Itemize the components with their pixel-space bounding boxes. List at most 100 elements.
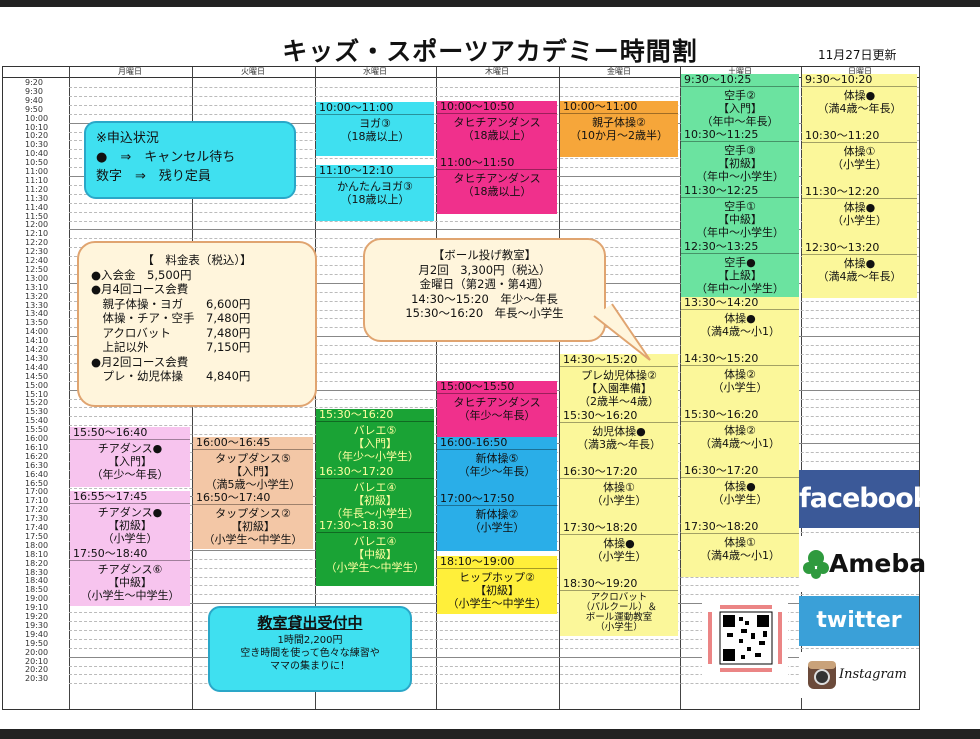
time-label: 10:50 xyxy=(25,158,49,168)
time-label: 11:10 xyxy=(25,175,49,185)
class-time: 16:50〜17:40 xyxy=(193,492,313,505)
class-time: 11:30〜12:25 xyxy=(681,185,799,198)
class-time: 11:30〜12:20 xyxy=(802,186,917,199)
time-label: 11:50 xyxy=(25,211,49,221)
facebook-badge[interactable]: facebook xyxy=(799,470,931,528)
class-name: 空手③ 【初級】 （年中〜小学生） xyxy=(696,144,784,183)
class-name: 体操① （小学生） xyxy=(832,145,887,171)
class-time: 10:30〜11:20 xyxy=(802,130,917,143)
class-name: ヒップホップ② 【初級】 （小学生〜中学生） xyxy=(447,571,547,610)
class-time: 16:30〜17:20 xyxy=(316,466,434,479)
class-name: 新体操⑤ （年少〜年長） xyxy=(458,452,536,478)
class-time: 9:30〜10:25 xyxy=(681,74,799,87)
class-name: 空手① 【中級】 （年中〜小学生） xyxy=(696,200,784,239)
class-name: タップダンス⑤ 【入門】 （満5歳〜小学生） xyxy=(205,452,301,491)
time-label: 12:00 xyxy=(25,220,49,230)
day-header-sat: 土曜日 xyxy=(728,67,752,76)
ball-line: 月2回 3,300円（税込） xyxy=(418,262,551,277)
updated-date: 11月27日更新 xyxy=(818,48,897,62)
time-label: 19:40 xyxy=(25,629,49,639)
fee-row: ●入会金 5,500円 xyxy=(91,268,303,283)
status-waitlist: ● ⇒ キャンセル待ち xyxy=(96,150,236,165)
class-time: 10:00〜10:50 xyxy=(437,101,557,114)
class-time: 10:30〜11:25 xyxy=(681,129,799,142)
class-time: 12:30〜13:25 xyxy=(681,241,799,254)
time-label: 12:50 xyxy=(25,264,49,274)
class-block: 16:00〜16:45 タップダンス⑤ 【入門】 （満5歳〜小学生） xyxy=(193,437,313,492)
time-label: 10:20 xyxy=(25,131,49,141)
time-label: 17:40 xyxy=(25,523,49,532)
time-label: 14:40 xyxy=(25,362,49,372)
class-time: 16:30〜17:20 xyxy=(681,465,799,478)
fee-label: アクロバット xyxy=(91,325,171,340)
time-label: 19:50 xyxy=(25,638,49,648)
day-header-fri: 金曜日 xyxy=(607,67,631,76)
time-label: 13:30 xyxy=(25,300,49,310)
class-name: タヒチアンダンス （18歳以上） xyxy=(453,172,541,198)
class-time: 15:30〜16:20 xyxy=(560,410,678,423)
time-label: 17:10 xyxy=(25,496,49,506)
class-name: アクロバット （パルクール）＆ ボール運動教室 （小学生） xyxy=(580,592,657,633)
class-block: 10:30〜11:20 体操① （小学生） xyxy=(802,130,917,186)
class-name: チアダンス⑥ 【中級】 （小学生〜中学生） xyxy=(80,563,180,602)
class-name: 体操① （満4歳〜小1） xyxy=(700,536,780,562)
class-name: 空手② 【入門】 （年中〜年長） xyxy=(701,89,779,128)
class-time: 16:00〜16:45 xyxy=(193,437,313,450)
time-label: 14:30 xyxy=(25,353,49,363)
time-label: 13:50 xyxy=(25,318,49,328)
instagram-badge[interactable]: Instagram xyxy=(799,652,919,698)
rental-line: ママの集まりに！ xyxy=(270,661,350,672)
time-label: 13:40 xyxy=(25,309,49,319)
fee-label: ●入会金 5,500円 xyxy=(91,267,192,282)
class-name: ヨガ③ （18歳以上） xyxy=(340,117,410,143)
class-time: 15:30〜16:20 xyxy=(681,409,799,422)
speech-pointer xyxy=(593,303,651,361)
time-label: 16:30 xyxy=(25,460,49,470)
class-name: 空手● 【上級】 （年中〜小学生） xyxy=(696,256,784,295)
class-block: 10:30〜11:25 空手③ 【初級】 （年中〜小学生） xyxy=(681,129,799,191)
twitter-badge[interactable]: twitter xyxy=(799,596,919,646)
time-label: 17:50 xyxy=(25,531,49,541)
time-label: 16:40 xyxy=(25,469,49,479)
time-label: 12:40 xyxy=(25,256,49,265)
time-label: 14:20 xyxy=(25,345,49,354)
ameba-icon xyxy=(803,550,829,579)
ameba-badge[interactable]: Ameba xyxy=(799,536,926,592)
day-header-mon: 月曜日 xyxy=(118,67,142,76)
qr-code[interactable] xyxy=(702,602,788,682)
class-time: 15:50〜16:40 xyxy=(70,427,190,440)
class-name: 新体操② （小学生） xyxy=(469,508,525,534)
fee-value: 7,480円 xyxy=(206,311,251,325)
class-name: プレ幼児体操② 【入園準備】 （2歳半〜4歳） xyxy=(579,369,659,408)
status-remaining: 数字 ⇒ 残り定員 xyxy=(96,169,211,184)
fee-label: プレ・幼児体操 xyxy=(91,369,183,383)
time-label: 19:20 xyxy=(25,612,49,621)
time-label: 15:40 xyxy=(25,416,49,426)
time-label: 19:10 xyxy=(25,603,49,613)
class-name: タヒチアンダンス （年少〜年長） xyxy=(453,396,541,422)
time-label: 14:10 xyxy=(25,336,49,346)
day-header-tue: 火曜日 xyxy=(241,67,265,76)
time-label: 15:20 xyxy=(25,398,49,408)
ball-line: 金曜日（第2週・第4週） xyxy=(419,277,550,291)
fee-row: ●月2回コース会費 xyxy=(91,355,303,370)
page-title: キッズ・スポーツアカデミー時間割 xyxy=(282,37,698,66)
time-label: 18:30 xyxy=(25,567,49,577)
time-label: 18:20 xyxy=(25,558,49,568)
